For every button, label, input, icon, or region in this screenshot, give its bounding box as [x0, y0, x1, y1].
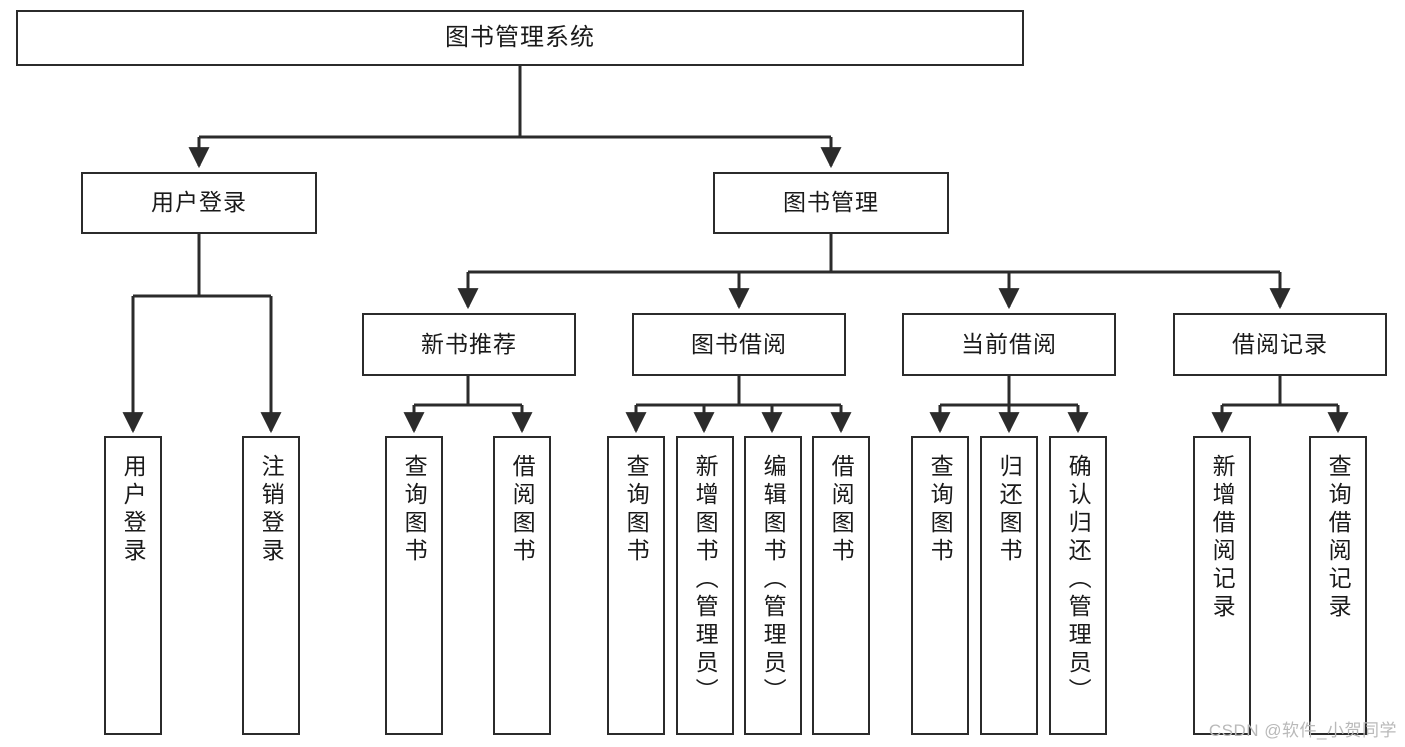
- node-leaf-query-book-2[interactable]: 查询图书: [607, 436, 665, 735]
- node-leaf-confirm-return-label: 确认归还（管理员）: [1065, 454, 1092, 706]
- node-leaf-borrow-book-1-label: 借阅图书: [509, 454, 536, 566]
- node-leaf-add-record-label: 新增借阅记录: [1209, 454, 1236, 622]
- node-leaf-borrow-book-2[interactable]: 借阅图书: [812, 436, 870, 735]
- node-leaf-add-book-label: 新增图书（管理员）: [692, 454, 719, 706]
- node-leaf-add-book[interactable]: 新增图书（管理员）: [676, 436, 734, 735]
- node-leaf-query-book-3[interactable]: 查询图书: [911, 436, 969, 735]
- node-leaf-logout-login-label: 注销登录: [258, 454, 285, 566]
- node-book-borrow-label: 图书借阅: [691, 330, 787, 357]
- node-book-borrow[interactable]: 图书借阅: [632, 313, 846, 376]
- node-leaf-borrow-book-2-label: 借阅图书: [828, 454, 855, 566]
- node-leaf-edit-book[interactable]: 编辑图书（管理员）: [744, 436, 802, 735]
- node-current-borrow-label: 当前借阅: [961, 330, 1057, 357]
- node-leaf-query-book-1[interactable]: 查询图书: [385, 436, 443, 735]
- node-leaf-borrow-book-1[interactable]: 借阅图书: [493, 436, 551, 735]
- node-root-label: 图书管理系统: [445, 23, 595, 51]
- node-root[interactable]: 图书管理系统: [16, 10, 1024, 66]
- csdn-watermark: CSDN @软件_小贺同学: [1208, 721, 1397, 740]
- node-borrow-record[interactable]: 借阅记录: [1173, 313, 1387, 376]
- node-leaf-return-book[interactable]: 归还图书: [980, 436, 1038, 735]
- node-book-manage[interactable]: 图书管理: [713, 172, 949, 234]
- node-leaf-query-book-2-label: 查询图书: [623, 454, 650, 566]
- node-leaf-return-book-label: 归还图书: [996, 454, 1023, 566]
- node-new-book-recommend[interactable]: 新书推荐: [362, 313, 576, 376]
- node-leaf-user-login-label: 用户登录: [120, 454, 147, 566]
- node-current-borrow[interactable]: 当前借阅: [902, 313, 1116, 376]
- node-leaf-query-book-1-label: 查询图书: [401, 454, 428, 566]
- node-leaf-query-record-label: 查询借阅记录: [1325, 454, 1352, 622]
- node-borrow-record-label: 借阅记录: [1232, 330, 1328, 357]
- node-leaf-add-record[interactable]: 新增借阅记录: [1193, 436, 1251, 735]
- node-leaf-user-login[interactable]: 用户登录: [104, 436, 162, 735]
- node-leaf-logout-login[interactable]: 注销登录: [242, 436, 300, 735]
- node-leaf-edit-book-label: 编辑图书（管理员）: [760, 454, 787, 706]
- node-leaf-query-record[interactable]: 查询借阅记录: [1309, 436, 1367, 735]
- node-user-login[interactable]: 用户登录: [81, 172, 317, 234]
- node-leaf-confirm-return[interactable]: 确认归还（管理员）: [1049, 436, 1107, 735]
- node-book-manage-label: 图书管理: [783, 189, 879, 216]
- node-new-book-recommend-label: 新书推荐: [421, 330, 517, 357]
- node-leaf-query-book-3-label: 查询图书: [927, 454, 954, 566]
- node-user-login-label: 用户登录: [151, 189, 247, 216]
